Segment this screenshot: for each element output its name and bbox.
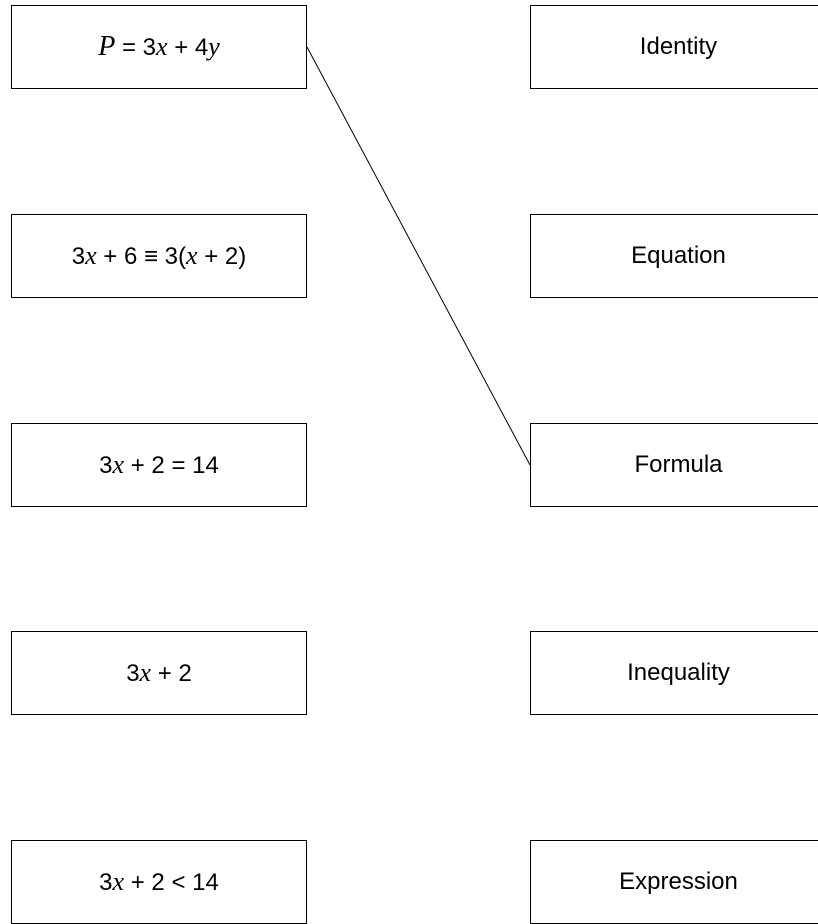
term-label: Inequality [627,659,730,686]
expression-part: + 6 ≡ 3( [96,243,187,270]
match-line [306,46,531,466]
term-box-expression[interactable]: Expression [530,840,818,924]
variable-x: x [112,450,125,479]
term-box-inequality[interactable]: Inequality [530,631,818,715]
term-box-identity[interactable]: Identity [530,5,818,89]
expression-part: 3 [99,869,113,896]
expression-part: 3 [126,660,140,687]
term-label: Equation [631,242,726,269]
expression-part: + 2 [151,660,192,687]
expression-part: + 4 [167,34,209,61]
term-box-formula[interactable]: Formula [530,423,818,507]
variable-x: x [156,32,168,61]
expression-part: 3 [71,243,86,270]
variable-x: x [112,867,125,896]
variable-x: x [85,241,97,270]
expression-part: + 2) [197,243,247,270]
expression-part: + 2 = 14 [124,452,219,479]
term-label: Formula [634,451,723,478]
expression-part: + 2 < 14 [124,869,219,896]
expression-part: = 3 [115,34,156,61]
term-label: Expression [619,868,738,895]
variable-x: x [139,658,152,687]
variable-x: x [186,241,198,270]
expression-part: 3 [99,452,113,479]
variable-P: P [98,31,116,62]
variable-y: y [208,32,220,61]
term-box-equation[interactable]: Equation [530,214,818,298]
term-label: Identity [639,33,718,60]
